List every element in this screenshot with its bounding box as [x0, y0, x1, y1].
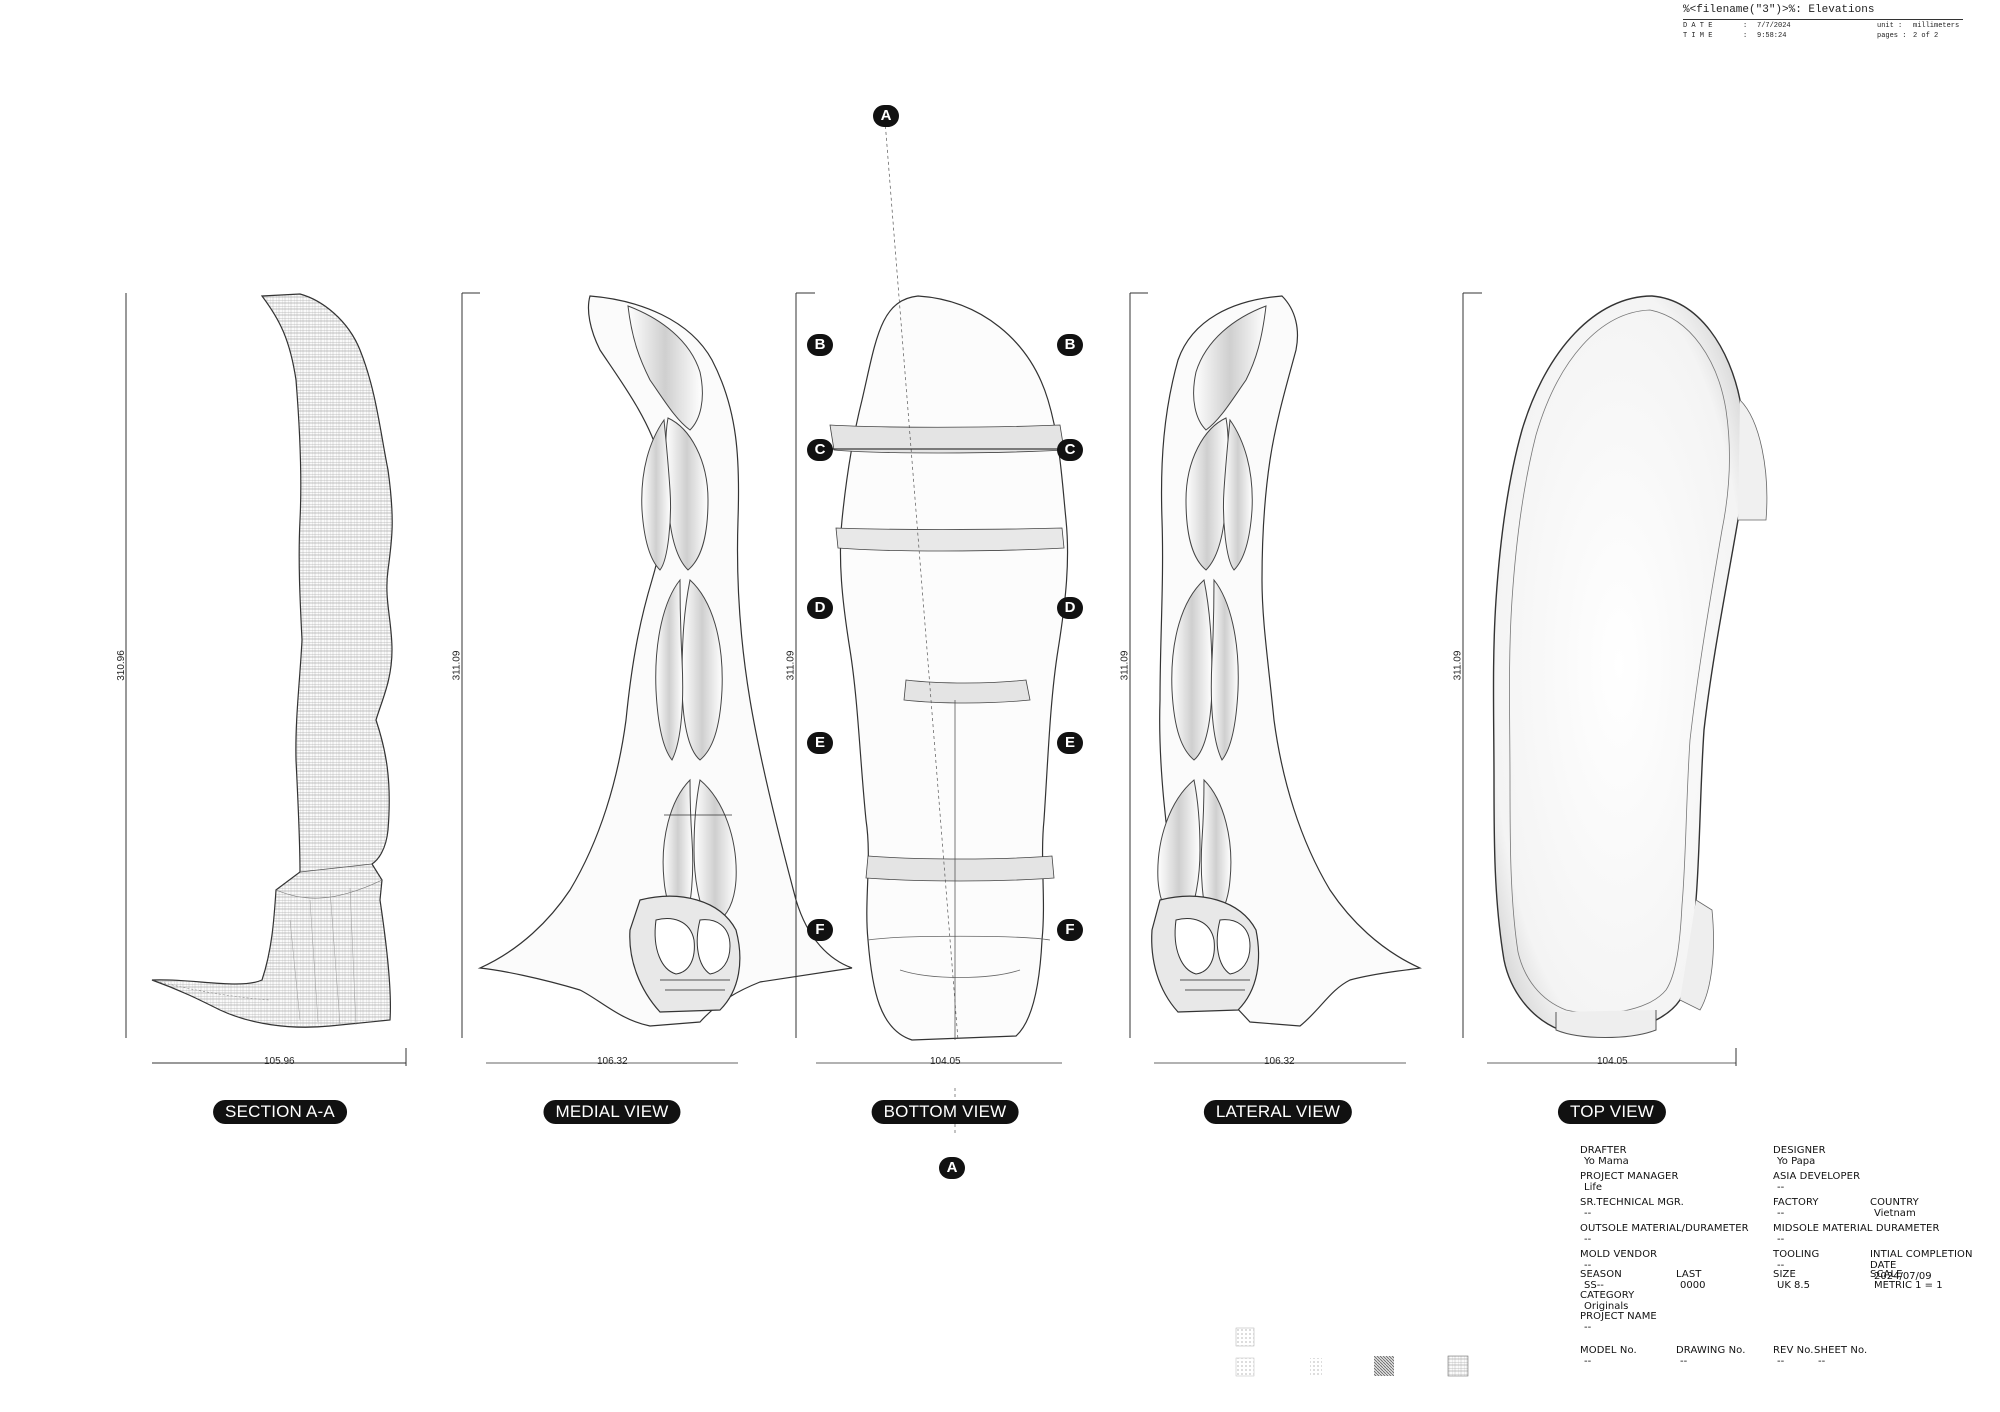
section-marker-d-right: D — [1057, 597, 1083, 619]
section-marker-c-right: C — [1057, 439, 1083, 461]
section-marker-b-left: B — [807, 334, 833, 356]
bottom-view-drawing — [795, 107, 1069, 1135]
tb-mold-vendor: MOLD VENDOR -- — [1580, 1249, 1658, 1271]
tb-country: COUNTRY Vietnam — [1870, 1197, 1919, 1219]
section-marker-a-bottom: A — [939, 1157, 965, 1179]
bottom-width-dim: 104.05 — [930, 1056, 961, 1067]
section-marker-c-left: C — [807, 439, 833, 461]
tb-outsole: OUTSOLE MATERIAL/DURAMETER -- — [1580, 1223, 1749, 1245]
section-a-a-drawing — [125, 293, 407, 1066]
lateral-height-dim: 311.09 — [1119, 650, 1131, 681]
lateral-view-drawing — [1129, 292, 1422, 1064]
tb-season: SEASON SS-- — [1580, 1269, 1622, 1291]
pattern-swatches — [1235, 1327, 1469, 1377]
section-marker-e-right: E — [1057, 732, 1083, 754]
header-row-time: T I M E : 9:58:24 pages : 2 of 2 — [1683, 32, 1939, 40]
section-height-dim: 310.96 — [115, 650, 127, 681]
view-label-bottom: BOTTOM VIEW — [871, 1100, 1019, 1124]
tb-size: SIZE UK 8.5 — [1773, 1269, 1810, 1291]
sheet-title: %<filename("3")>%: Elevations — [1683, 4, 1963, 20]
unit-value: millimeters — [1913, 22, 1960, 30]
section-marker-e-left: E — [807, 732, 833, 754]
tb-factory: FACTORY -- — [1773, 1197, 1819, 1219]
tb-asia-developer: ASIA DEVELOPER -- — [1773, 1171, 1861, 1193]
top-height-dim: 311.09 — [1452, 650, 1464, 681]
tb-drawing-no: DRAWING No. -- — [1676, 1345, 1746, 1367]
time-label: T I M E — [1683, 32, 1713, 40]
tb-tooling: TOOLING -- — [1773, 1249, 1820, 1271]
pages-label: pages : — [1877, 32, 1907, 40]
header-row-date: D A T E : 7/7/2024 unit : millimeters — [1683, 22, 1960, 30]
medial-height-dim: 311.09 — [451, 650, 463, 681]
section-marker-b-right: B — [1057, 334, 1083, 356]
view-label-medial: MEDIAL VIEW — [543, 1100, 681, 1124]
time-value: 9:58:24 — [1757, 32, 1787, 40]
section-marker-d-left: D — [807, 597, 833, 619]
date-value: 7/7/2024 — [1757, 22, 1791, 30]
view-label-top: TOP VIEW — [1557, 1100, 1667, 1124]
top-view-drawing — [1462, 292, 1768, 1066]
tb-sr-technical: SR.TECHNICAL MGR. -- — [1580, 1197, 1684, 1219]
date-label: D A T E — [1683, 22, 1713, 30]
tb-designer: DESIGNER Yo Papa — [1773, 1145, 1826, 1167]
tb-project-manager: PROJECT MANAGER Life — [1580, 1171, 1679, 1193]
medial-width-dim: 106.32 — [597, 1056, 628, 1067]
tb-project-name: PROJECT NAME -- — [1580, 1311, 1657, 1333]
sheet-header: %<filename("3")>%: Elevations D A T E : … — [1683, 4, 1963, 40]
section-width-dim: 105.96 — [264, 1056, 295, 1067]
tb-initial-date: INTIAL COMPLETION DATE 2024/07/09 — [1870, 1249, 1973, 1282]
tb-rev-no: REV No. -- — [1773, 1345, 1814, 1367]
section-marker-f-right: F — [1057, 919, 1083, 941]
unit-label: unit : — [1877, 22, 1903, 30]
tb-drafter: DRAFTER Yo Mama — [1580, 1145, 1629, 1167]
view-label-lateral: LATERAL VIEW — [1203, 1100, 1353, 1124]
lateral-width-dim: 106.32 — [1264, 1056, 1295, 1067]
top-width-dim: 104.05 — [1597, 1056, 1628, 1067]
section-marker-f-left: F — [807, 919, 833, 941]
view-label-section-a-a: SECTION A-A — [213, 1100, 347, 1124]
tb-model-no: MODEL No. -- — [1580, 1345, 1637, 1367]
tb-midsole: MIDSOLE MATERIAL DURAMETER -- — [1773, 1223, 1940, 1245]
tb-last: LAST 0000 — [1676, 1269, 1706, 1291]
tb-scale: SCALE METRIC 1 = 1 — [1870, 1269, 1943, 1291]
pages-value: 2 of 2 — [1913, 32, 1939, 40]
tb-category: CATEGORY Originals — [1580, 1290, 1635, 1312]
medial-view-drawing — [461, 292, 853, 1064]
tb-sheet-no: SHEET No. -- — [1814, 1345, 1868, 1367]
bottom-height-dim: 311.09 — [785, 650, 797, 681]
section-marker-a-top: A — [873, 105, 899, 127]
